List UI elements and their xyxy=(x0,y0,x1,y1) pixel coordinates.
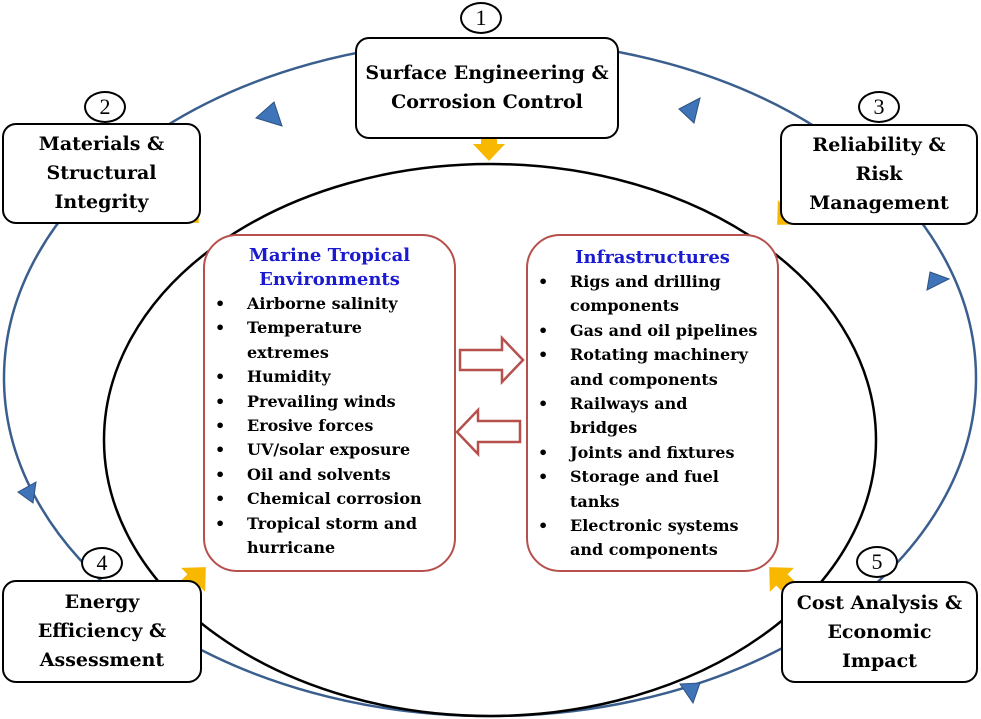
list-item: Erosive forces xyxy=(205,414,454,439)
stage-label-line: Efficiency & xyxy=(37,620,167,642)
environments-panel: Marine Tropical Environments Airborne sa… xyxy=(203,234,456,572)
list-item: Railways and bridges xyxy=(528,392,777,441)
list-item: Tropical storm and hurricane xyxy=(205,512,454,561)
stage-label-line: Integrity xyxy=(54,191,149,213)
infrastructures-panel: Infrastructures Rigs and drilling compon… xyxy=(526,234,779,572)
list-item: Rigs and drilling components xyxy=(528,270,777,319)
list-item: Storage and fuel tanks xyxy=(528,465,777,514)
cycle-arrowhead-icon xyxy=(926,271,951,291)
list-item: Joints and fixtures xyxy=(528,441,777,466)
stage-number-badge: 2 xyxy=(84,91,126,123)
right-hollow-arrow-icon xyxy=(458,334,525,386)
stage-label-line: Assessment xyxy=(39,649,165,671)
stage-number-badge: 1 xyxy=(460,2,502,34)
list-item: Temperature extremes xyxy=(205,316,454,365)
environments-list: Airborne salinity Temperature extremes H… xyxy=(205,292,454,560)
stage-box-surface-engineering: Surface Engineering & Corrosion Control xyxy=(355,37,619,139)
list-item: Prevailing winds xyxy=(205,390,454,415)
cycle-arrowhead-icon xyxy=(679,682,701,705)
infrastructures-title: Infrastructures xyxy=(575,247,730,268)
stage-label-line: Reliability & xyxy=(812,134,946,156)
panel-title-line: Environments xyxy=(259,269,400,290)
panel-title-line: Marine Tropical xyxy=(248,245,411,266)
list-item: Rotating machinery and components xyxy=(528,343,777,392)
list-item: Gas and oil pipelines xyxy=(528,319,777,344)
left-hollow-arrow-icon xyxy=(455,406,522,458)
cycle-arrowhead-icon xyxy=(17,481,37,504)
stage-number-badge: 3 xyxy=(858,91,900,123)
stage-number-badge: 5 xyxy=(856,546,898,578)
list-item: Humidity xyxy=(205,365,454,390)
list-item: Electronic systems and components xyxy=(528,514,777,563)
list-item: UV/solar exposure xyxy=(205,438,454,463)
stage-label-line: Energy xyxy=(64,591,140,613)
cycle-arrowhead-icon xyxy=(255,101,283,127)
list-item: Airborne salinity xyxy=(205,292,454,317)
list-item: Chemical corrosion xyxy=(205,487,454,512)
infrastructures-list: Rigs and drilling components Gas and oil… xyxy=(528,270,777,563)
stage-label-line: Impact xyxy=(842,649,917,672)
list-item: Oil and solvents xyxy=(205,463,454,488)
stage-label-line: Materials & xyxy=(38,133,165,155)
cycle-arrowhead-icon xyxy=(678,97,701,124)
stage-label-line: Surface Engineering & xyxy=(365,62,609,84)
stage-label-line: Corrosion Control xyxy=(391,91,583,113)
stage-label-line: Economic xyxy=(827,620,932,643)
stage-label-line: Cost Analysis & xyxy=(796,591,963,614)
stage-label-line: Management xyxy=(809,192,949,214)
environments-title: Marine Tropical Environments xyxy=(205,244,454,292)
stage-number-badge: 4 xyxy=(81,547,123,579)
stage-label-line: Structural xyxy=(46,162,157,184)
stage-label-line: Risk xyxy=(855,163,903,185)
